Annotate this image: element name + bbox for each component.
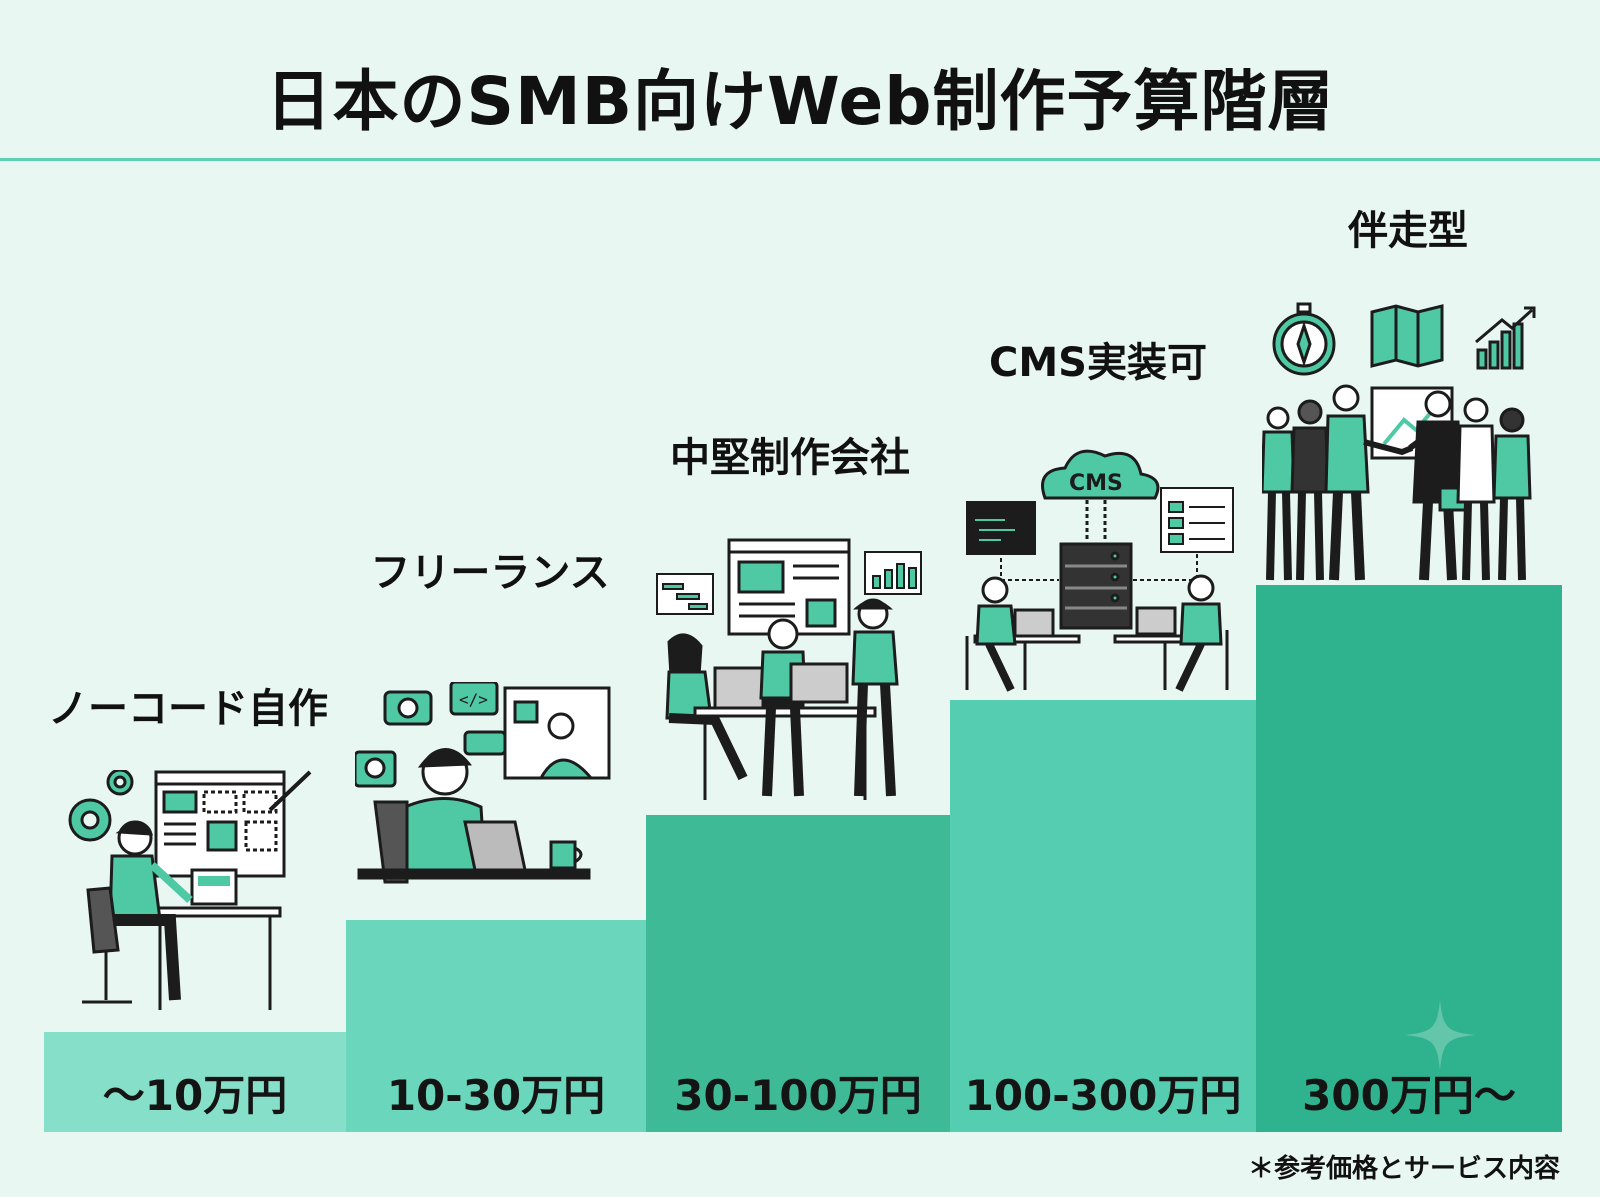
illustration-no-code xyxy=(68,770,312,1010)
desk xyxy=(148,868,282,1010)
tier-step-5: 300万円～ xyxy=(1256,585,1562,1132)
tier-price-4: 100-300万円 xyxy=(964,1071,1242,1120)
tier-price-5: 300万円～ xyxy=(1302,1071,1516,1120)
tier-label-1: ノーコード自作 xyxy=(48,686,328,732)
video-call-window xyxy=(503,686,611,780)
sparkle-icon xyxy=(1405,1000,1475,1070)
tier-step-1: ～10万円 xyxy=(44,1032,346,1132)
gantt-chart-icon xyxy=(656,573,714,615)
title-divider xyxy=(0,158,1600,161)
server-icon xyxy=(1059,500,1133,630)
compass-icon xyxy=(1272,302,1336,376)
illustration-agency xyxy=(656,538,922,800)
illustration-partnership xyxy=(1262,302,1536,581)
footnote: ＊参考価格とサービス内容 xyxy=(1247,1154,1560,1184)
team-members xyxy=(665,598,899,800)
svg-text:</>: </> xyxy=(459,690,488,709)
partner-team xyxy=(1262,384,1532,581)
tier-price-1: ～10万円 xyxy=(102,1071,288,1120)
illustration-freelancer: </> xyxy=(355,682,611,884)
growth-chart-icon xyxy=(1475,306,1536,370)
tier-label-5: 伴走型 xyxy=(1348,208,1468,254)
code-icon: </> xyxy=(449,682,499,716)
tier-price-3: 30-100万円 xyxy=(674,1071,922,1120)
website-wireframe xyxy=(727,538,851,636)
cloud-icon: CMS xyxy=(1041,449,1160,500)
illustration-cms: CMS xyxy=(965,449,1234,692)
check-badge-icon xyxy=(355,750,397,788)
code-window xyxy=(966,501,1036,555)
person-working xyxy=(82,820,193,1004)
brush-icon xyxy=(268,770,312,812)
tier-label-3: 中堅制作会社 xyxy=(670,435,910,481)
tier-price-2: 10-30万円 xyxy=(386,1071,606,1120)
camera-icon xyxy=(383,690,433,726)
tier-label-2: フリーランス xyxy=(370,550,610,596)
content-list-window xyxy=(1160,487,1234,553)
tier-step-2: 10-30万円 xyxy=(346,920,646,1132)
web-builder-screen xyxy=(154,770,286,878)
gear-icon xyxy=(68,770,134,842)
page-title: 日本のSMB向けWeb制作予算階層 xyxy=(265,63,1335,140)
bar-chart-icon xyxy=(864,551,922,595)
cms-developers xyxy=(965,574,1229,692)
coffee-cup-icon xyxy=(549,840,583,870)
tier-step-4: 100-300万円 xyxy=(950,700,1256,1132)
tier-step-3: 30-100万円 xyxy=(646,815,950,1132)
freelancer-person xyxy=(357,748,591,884)
cms-cloud-label: CMS xyxy=(1069,471,1123,496)
chat-bubble-icon xyxy=(463,730,507,756)
map-icon xyxy=(1370,304,1444,368)
tier-label-4: CMS実装可 xyxy=(989,340,1207,386)
